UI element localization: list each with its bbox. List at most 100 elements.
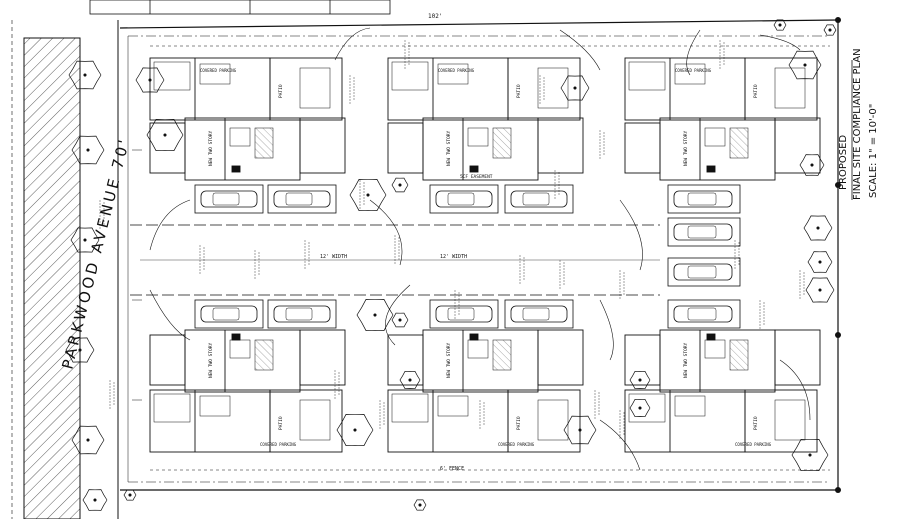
- svg-text:102': 102': [428, 13, 442, 20]
- tree-symbol: [560, 75, 590, 101]
- unit-group: NEW TWO STORY PATIO COVERED PARKING: [387, 57, 584, 181]
- note-mark: [479, 400, 485, 430]
- note-mark: [599, 130, 605, 160]
- note-mark: [554, 170, 560, 200]
- scale-label: SCALE: 1" = 10'-0": [868, 104, 879, 198]
- note-mark: [759, 300, 765, 330]
- parking-note: COVERED PARKING: [735, 442, 772, 447]
- street-hatch: [23, 37, 81, 519]
- parking-stall: [194, 299, 264, 329]
- svg-text:6' FENCE: 6' FENCE: [440, 466, 464, 472]
- note-mark: [719, 40, 725, 70]
- tree-symbol: [71, 425, 105, 455]
- parking-stall: [194, 184, 264, 214]
- note-mark: [519, 255, 525, 285]
- note-mark: [349, 75, 355, 105]
- property-boundary: [119, 19, 839, 491]
- tree-symbol: [135, 67, 165, 93]
- note-mark: [304, 240, 310, 270]
- tree-symbol: [629, 370, 651, 390]
- svg-text:12' WIDTH: 12' WIDTH: [320, 254, 347, 260]
- note-mark: [539, 75, 545, 105]
- tree-symbol: [123, 489, 137, 501]
- tree-symbol: [399, 370, 421, 390]
- tree-symbol: [65, 337, 95, 363]
- tree-symbol: [799, 154, 825, 176]
- unit-group: NEW TWO STORY PATIO COVERED PARKING: [149, 57, 346, 181]
- note-mark: [404, 40, 410, 70]
- trees: [65, 19, 837, 511]
- note-mark: [394, 235, 400, 265]
- unit-label: NEW TWO STORY: [683, 130, 689, 166]
- parking-note: COVERED PARKING: [675, 68, 712, 73]
- note-mark: [594, 390, 600, 420]
- note-mark: [619, 270, 625, 300]
- tree-symbol: [146, 119, 184, 151]
- tree-symbol: [563, 415, 597, 445]
- tree-symbol: [82, 489, 108, 511]
- unit-group: NEW TWO STORY PATIO COVERED PARKING: [149, 329, 346, 453]
- unit-label: NEW TWO STORY: [683, 342, 689, 378]
- unit-group: NEW TWO STORY PATIO COVERED PARKING: [387, 329, 584, 453]
- parking-stall: [429, 299, 499, 329]
- note-mark: [734, 240, 740, 270]
- parking-note: COVERED PARKING: [260, 442, 297, 447]
- note-mark: [799, 270, 805, 300]
- parking-stall: [267, 184, 337, 214]
- annotation-notes: [99, 40, 805, 440]
- parking-stall: [667, 217, 741, 247]
- tree-symbol: [773, 19, 787, 31]
- parking-stalls: 5CF EASEMENT: [194, 174, 741, 329]
- patio-label: PATIO: [753, 416, 759, 430]
- tree-symbol: [349, 179, 387, 211]
- tree-symbol: [391, 312, 409, 328]
- parking-note: COVERED PARKING: [498, 442, 535, 447]
- patio-label: PATIO: [278, 416, 284, 430]
- title-line1: PROPOSED: [838, 135, 849, 190]
- tree-symbol: [71, 135, 105, 165]
- unit-label: NEW TWO STORY: [446, 130, 452, 166]
- parking-stall: [667, 257, 741, 287]
- tree-symbol: [391, 177, 409, 193]
- tree-symbol: [356, 299, 394, 331]
- tree-symbol: [807, 251, 833, 273]
- parking-stall: [504, 184, 574, 214]
- dimension-lines: [127, 36, 830, 482]
- title-block: PROPOSED FINAL SITE COMPLIANCE PLAN SCAL…: [838, 48, 879, 200]
- svg-text:12' WIDTH: 12' WIDTH: [440, 254, 467, 260]
- unit-group: NEW TWO STORY PATIO COVERED PARKING: [624, 57, 821, 181]
- note-mark: [109, 380, 115, 410]
- tree-symbol: [629, 398, 651, 418]
- tree-symbol: [803, 215, 833, 241]
- patio-label: PATIO: [516, 84, 522, 98]
- patio-label: PATIO: [516, 416, 522, 430]
- patio-label: PATIO: [753, 84, 759, 98]
- parking-stall: [429, 184, 499, 214]
- note-mark: [254, 250, 260, 280]
- patio-label: PATIO: [278, 84, 284, 98]
- note-mark: [359, 180, 365, 210]
- unit-label: NEW TWO STORY: [446, 342, 452, 378]
- note-mark: [379, 400, 385, 430]
- parking-note: COVERED PARKING: [438, 68, 475, 73]
- parking-stall: [504, 299, 574, 329]
- tree-symbol: [70, 227, 100, 253]
- easement-note: 5CF EASEMENT: [460, 174, 493, 180]
- parking-stall: [267, 299, 337, 329]
- note-mark: [619, 410, 625, 440]
- note-mark: [454, 290, 460, 320]
- note-mark: [99, 200, 105, 230]
- parking-stall: [667, 299, 741, 329]
- parking-stall: [667, 184, 741, 214]
- unit-label: NEW TWO STORY: [208, 130, 214, 166]
- parking-note: COVERED PARKING: [200, 68, 237, 73]
- existing-structure-top: [89, 0, 391, 15]
- unit-group: NEW TWO STORY PATIO COVERED PARKING: [624, 329, 821, 453]
- leader-lines: [149, 27, 811, 471]
- tree-symbol: [413, 499, 427, 511]
- tree-symbol: [805, 277, 835, 303]
- unit-label: NEW TWO STORY: [208, 342, 214, 378]
- title-line2: FINAL SITE COMPLIANCE PLAN: [852, 48, 863, 200]
- drive-aisle: 12' WIDTH 12' WIDTH: [130, 224, 660, 296]
